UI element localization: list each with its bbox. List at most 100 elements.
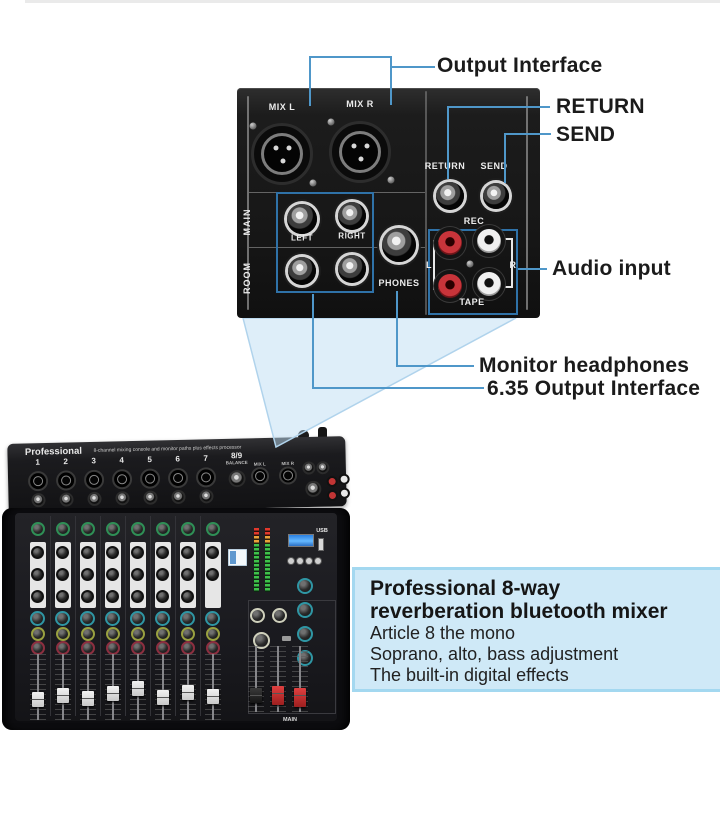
main-right-jack <box>338 202 366 230</box>
main-room-highlight-box <box>276 192 374 293</box>
eq-mid-knob <box>181 568 194 581</box>
effect-button <box>282 636 291 641</box>
aux-knob <box>55 611 70 626</box>
eq-mid-knob <box>106 568 119 581</box>
gain-knob <box>56 522 70 536</box>
effect-knob <box>206 627 220 641</box>
aux-knob <box>80 611 95 626</box>
fader-cap <box>207 689 219 704</box>
gain-knob <box>106 522 120 536</box>
top-edge-shadow <box>25 0 720 3</box>
eq-mid-knob <box>31 568 44 581</box>
eq-high-knob <box>31 546 44 559</box>
phones-jack <box>382 228 416 262</box>
eq-high-knob <box>206 546 219 559</box>
channel-strip <box>75 516 101 720</box>
fader-track <box>299 646 301 712</box>
channel-strip <box>125 516 151 720</box>
eq-mid-knob <box>156 568 169 581</box>
eq-mid-knob <box>206 568 219 581</box>
aux-knob <box>105 611 120 626</box>
fader-cap <box>132 681 144 696</box>
info-feature: Soprano, alto, bass adjustment <box>370 644 619 664</box>
fader-cap <box>32 692 44 707</box>
info-feature: Article 8 the mono <box>370 623 516 643</box>
fader-track <box>277 646 279 712</box>
eq-low-knob <box>181 590 194 603</box>
eq-high-knob <box>56 546 69 559</box>
fader-track <box>62 654 64 720</box>
channel-strip <box>200 516 226 720</box>
effect-knob <box>81 627 95 641</box>
eq-low-knob <box>31 590 44 603</box>
gain-knob <box>81 522 95 536</box>
tape-label: TAPE <box>459 297 485 307</box>
tape-rca-white-top <box>477 229 501 253</box>
output-bracket-top <box>309 56 392 58</box>
channel-strip <box>25 516 51 720</box>
left-label: LEFT <box>291 233 313 243</box>
gain-knob <box>31 522 45 536</box>
tape-rca-white-bottom <box>477 272 501 296</box>
tape-r-label: R <box>509 260 517 270</box>
fader-track <box>87 654 89 720</box>
screw <box>309 179 317 187</box>
effect-repeat-knob <box>250 608 265 623</box>
mixer-body: USB MAIN <box>2 508 350 730</box>
monitor-leader-v <box>396 291 398 367</box>
send-callout: SEND <box>556 123 616 146</box>
effect-knob <box>106 627 120 641</box>
phones-fader-cap <box>250 688 262 703</box>
main-section-label: MAIN <box>242 208 252 236</box>
eq-high-knob <box>156 546 169 559</box>
tape-highlight-box <box>428 229 518 315</box>
info-feature: The built-in digital effects <box>370 665 569 685</box>
panel-groove <box>526 96 528 310</box>
return-jack <box>436 182 464 210</box>
main-fader-right-cap <box>294 688 306 707</box>
effect-knob <box>181 627 195 641</box>
eq-high-knob <box>81 546 94 559</box>
fader-cap <box>107 686 119 701</box>
info-title-line2: reverberation bluetooth mixer <box>370 600 668 623</box>
output-635-callout: 6.35 Output Interface <box>487 377 701 400</box>
audio-input-callout: Audio input <box>552 257 671 280</box>
aux-knob <box>155 611 170 626</box>
master-mid-knob <box>297 602 313 618</box>
tape-rca-red-top <box>438 231 462 255</box>
output-interface-callout: Output Interface <box>437 54 603 77</box>
panel-groove-horizontal <box>249 247 425 248</box>
usb-player-display <box>288 534 314 547</box>
fader-track <box>255 646 257 712</box>
monitor-leader-h <box>396 365 474 367</box>
gain-knob <box>156 522 170 536</box>
eq-low-knob <box>156 590 169 603</box>
phones-label: PHONES <box>378 278 420 288</box>
main-fader-label: MAIN <box>282 717 298 723</box>
tape-bracket-right <box>505 238 513 288</box>
mix-r-xlr-connector <box>329 121 391 183</box>
aux-knob <box>205 611 220 626</box>
aux-knob <box>180 611 195 626</box>
main-fader-left-cap <box>272 686 284 705</box>
fader-cap <box>57 688 69 703</box>
eq-mid-knob <box>81 568 94 581</box>
channel-strip <box>150 516 176 720</box>
screw <box>387 176 395 184</box>
player-button <box>297 558 303 564</box>
level-meter-left <box>254 528 259 592</box>
usb-port <box>318 538 324 551</box>
output-bracket-left <box>309 56 311 106</box>
effect-knob <box>156 627 170 641</box>
room-left-jack <box>288 257 316 285</box>
info-title-line1: Professional 8-way <box>370 577 561 600</box>
fader-track <box>212 654 214 720</box>
mix-r-label: MIX R <box>346 99 374 109</box>
aux-knob <box>30 611 45 626</box>
aux-knob <box>130 611 145 626</box>
eq-low-knob <box>131 590 144 603</box>
rec-label: REC <box>463 216 485 226</box>
eq-high-knob <box>131 546 144 559</box>
